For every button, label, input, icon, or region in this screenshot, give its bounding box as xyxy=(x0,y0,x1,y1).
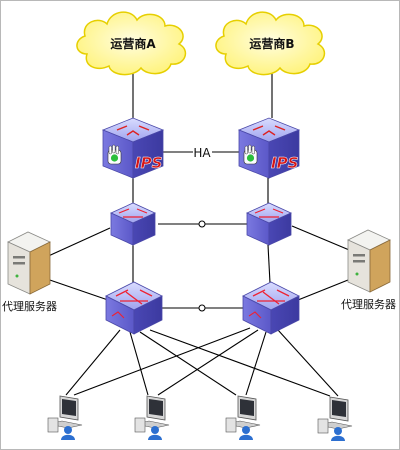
link-core-a-pc1 xyxy=(65,329,121,396)
router-arrows-icon xyxy=(252,289,290,305)
core-switch-b xyxy=(242,281,300,335)
pc-workstation-3 xyxy=(225,395,261,440)
ips-top-arrows-icon xyxy=(252,125,286,136)
ips-b-text: IPS xyxy=(271,154,298,172)
ips-a-text: IPS xyxy=(135,154,162,172)
link-marker xyxy=(198,304,206,312)
proxy-server-left xyxy=(7,231,51,295)
pc-workstation-2 xyxy=(134,395,170,440)
router-arrows-icon xyxy=(248,311,262,319)
pc-workstation-1 xyxy=(47,395,83,440)
proxy-left-label: 代理服务器 xyxy=(2,300,57,313)
ha-label: HA xyxy=(193,146,211,160)
router-arrows-icon xyxy=(115,289,153,305)
server-slot xyxy=(353,254,365,257)
switch-arrows-icon xyxy=(254,208,284,218)
link-core-a-pc2 xyxy=(129,331,149,396)
core-switch-a xyxy=(105,281,163,335)
ips-device-b: IPS xyxy=(237,117,301,179)
proxy-server-right xyxy=(347,229,391,293)
link-switch-a-proxy-left xyxy=(43,227,111,259)
link-core-a-pc4 xyxy=(149,329,331,397)
router-arrows-icon xyxy=(111,311,125,319)
server-slot xyxy=(13,262,25,265)
pc-workstation-4 xyxy=(317,396,353,441)
user-icon xyxy=(334,427,342,435)
isp-a-label: 运营商A xyxy=(110,36,156,51)
user-icon xyxy=(64,426,72,434)
ips-top-arrows-icon xyxy=(116,125,150,136)
link-core-b-pc3 xyxy=(245,331,267,396)
server-slot xyxy=(353,260,365,263)
link-switch-b-proxy-right xyxy=(291,225,355,253)
link-core-a-pc3 xyxy=(139,331,237,396)
cloud-isp-b: 运营商B xyxy=(215,11,326,76)
switch-a xyxy=(110,202,156,246)
cloud-isp-a: 运营商A xyxy=(76,11,187,76)
isp-b-label: 运营商B xyxy=(249,36,294,51)
switch-b xyxy=(246,202,292,246)
link-marker xyxy=(198,220,206,228)
server-slot xyxy=(13,256,25,259)
link-core-b-pc4 xyxy=(277,329,339,397)
connection-lines xyxy=(43,72,355,397)
link-core-b-pc1 xyxy=(73,327,251,396)
link-proxy-left-core-a xyxy=(43,277,109,301)
user-icon xyxy=(151,426,159,434)
switch-arrows-icon xyxy=(118,208,148,218)
proxy-right-label: 代理服务器 xyxy=(341,298,396,311)
link-switch-b-core-b xyxy=(267,244,271,284)
ips-device-a: IPS xyxy=(101,117,165,179)
hand-icon xyxy=(243,144,258,165)
link-core-b-pc2 xyxy=(157,329,259,396)
link-proxy-right-core-b xyxy=(297,277,354,301)
hand-icon xyxy=(107,144,122,165)
user-icon xyxy=(242,426,250,434)
